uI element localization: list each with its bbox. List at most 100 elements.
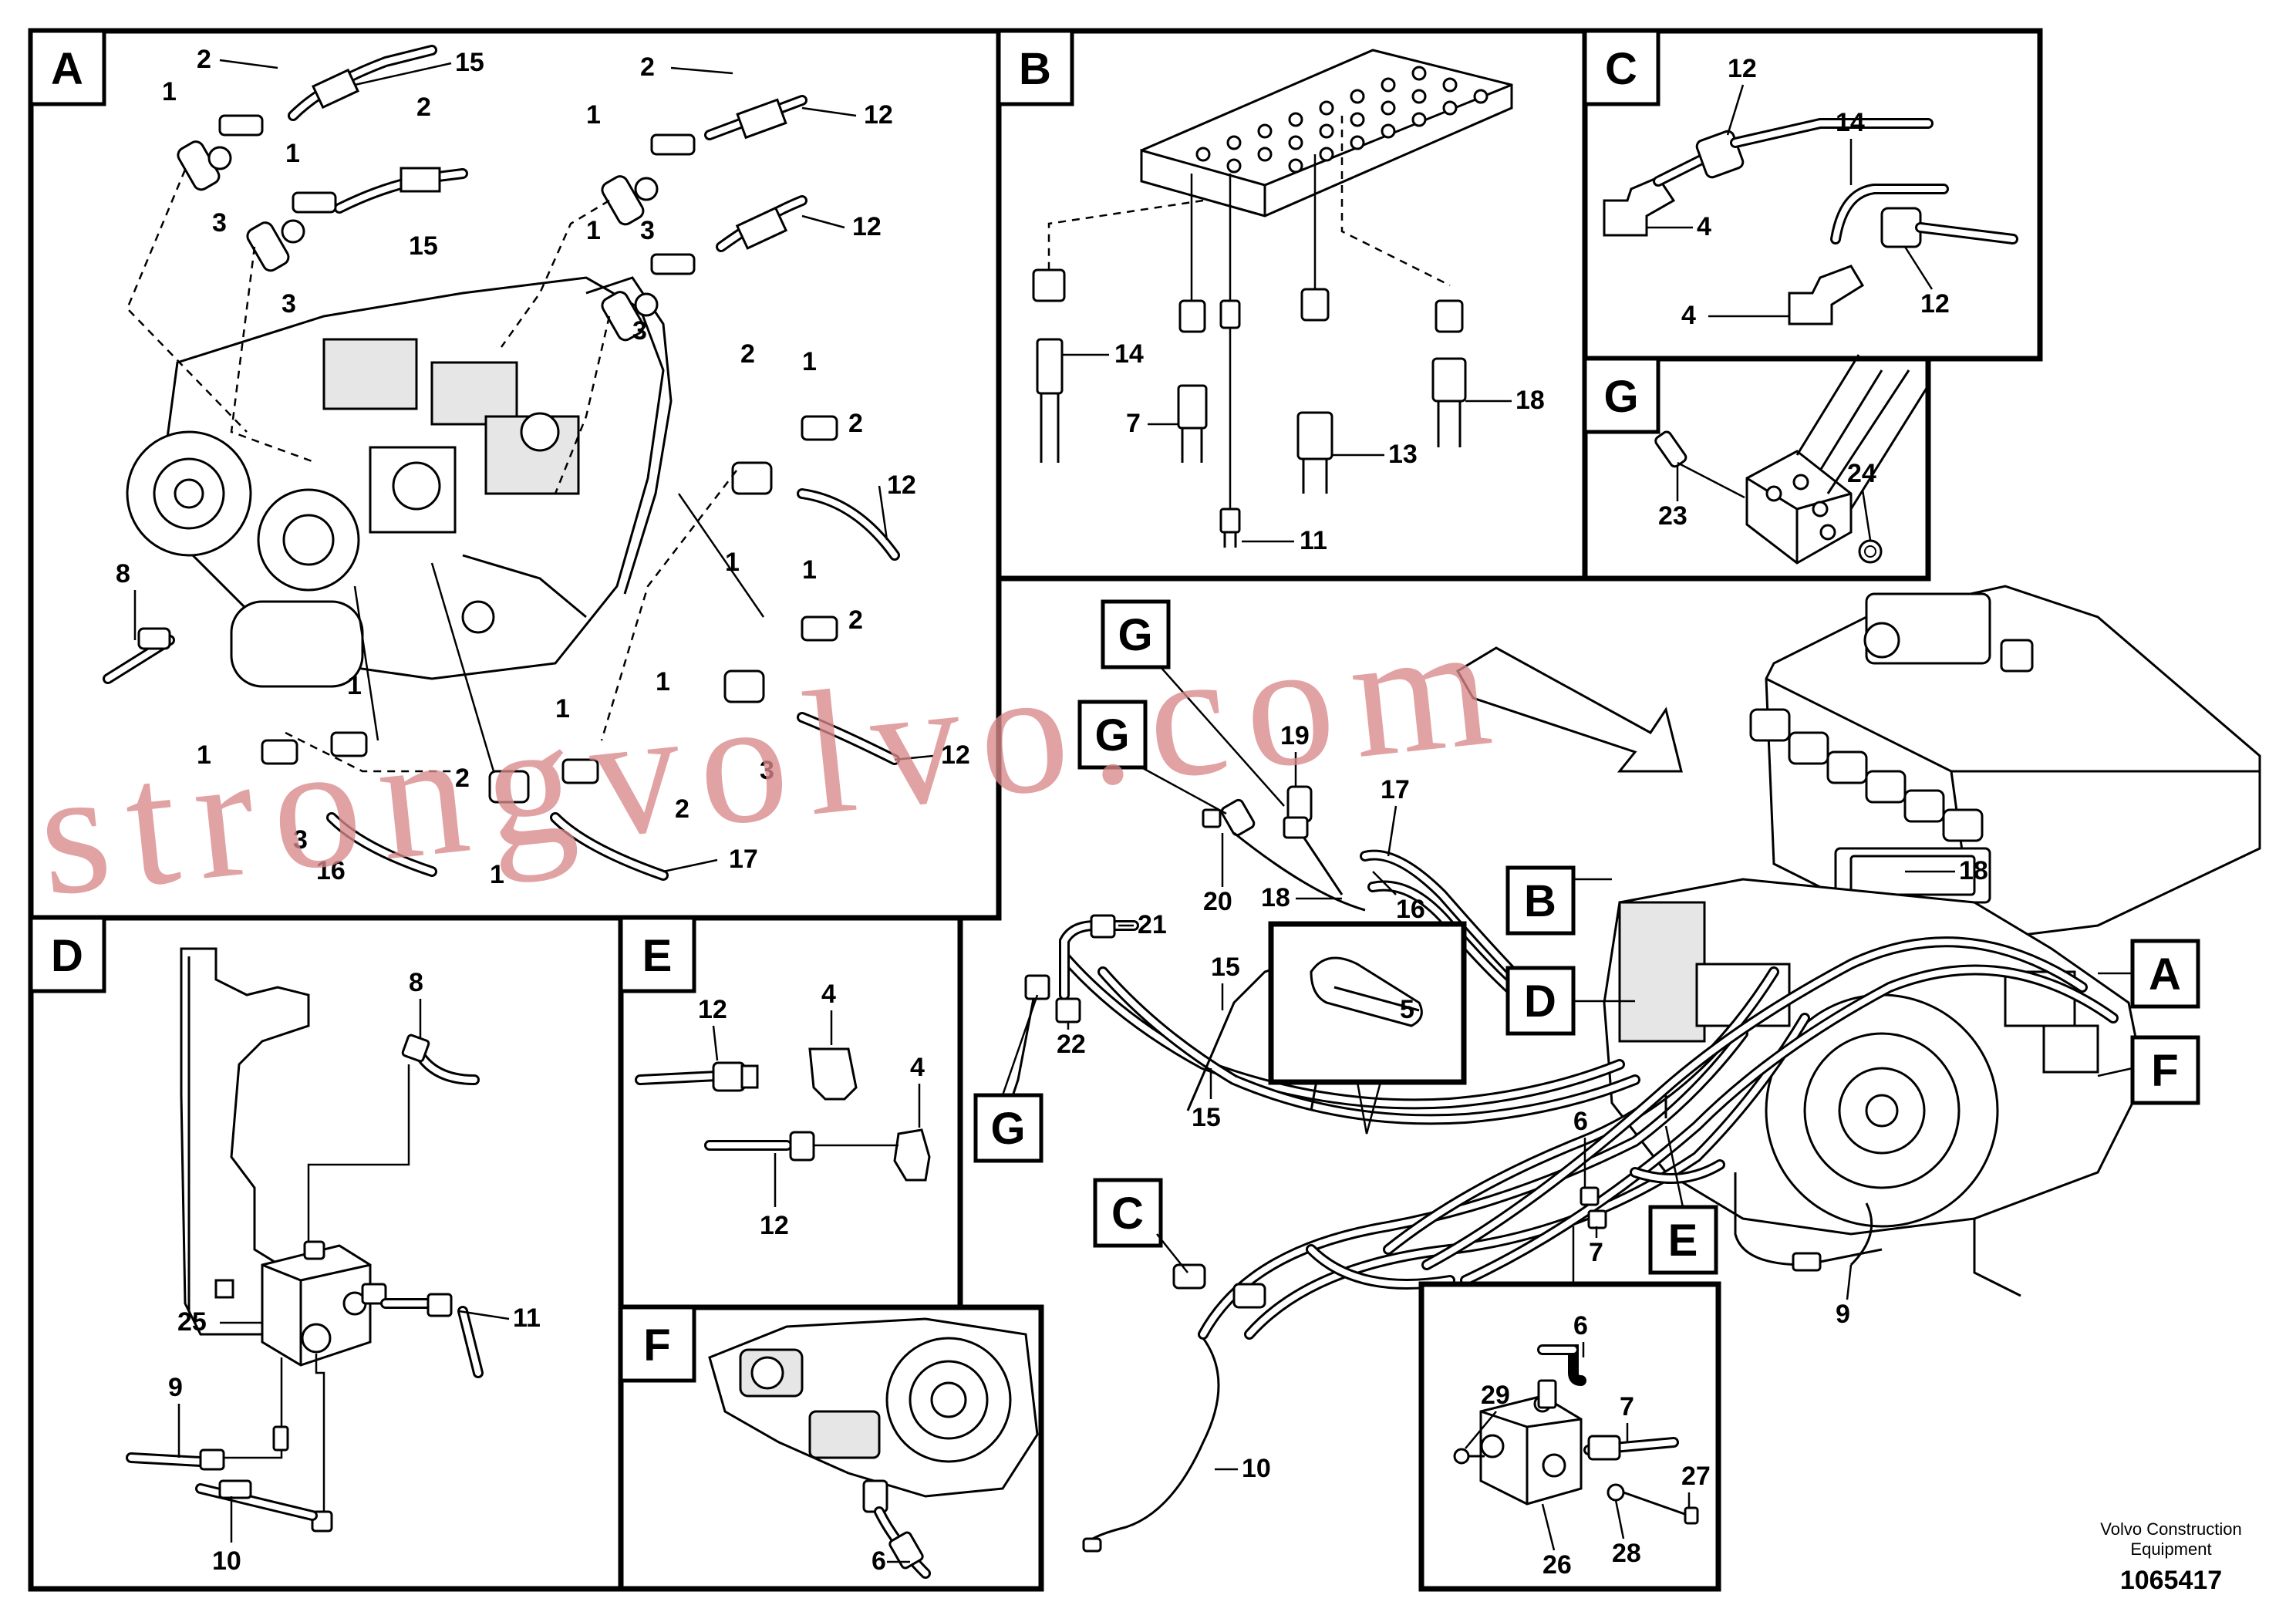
callout-7: 7 <box>1589 1238 1603 1267</box>
callout-21: 21 <box>1138 910 1167 939</box>
callout-18: 18 <box>1515 386 1545 415</box>
callout-14: 14 <box>1114 339 1144 369</box>
callout-12: 12 <box>852 212 882 241</box>
panel-c-label: C <box>1605 44 1637 94</box>
panel-b: B <box>996 28 1588 582</box>
main-tag-b-label: B <box>1524 876 1556 926</box>
callout-27: 27 <box>1681 1462 1711 1491</box>
main-tag-g-top <box>1101 599 1171 669</box>
panel-f: F 6 <box>618 1304 1044 1592</box>
callout-1: 1 <box>197 740 211 770</box>
callout-9: 9 <box>168 1373 183 1402</box>
panel-b-fittings <box>1032 116 1467 548</box>
callout-19: 19 <box>1280 721 1310 750</box>
callout-8: 8 <box>409 968 423 997</box>
callout-12: 12 <box>941 740 970 770</box>
callout-1: 1 <box>802 555 817 585</box>
callout-24: 24 <box>1847 459 1876 488</box>
panel-e-label: E <box>642 931 673 981</box>
callout-6: 6 <box>1573 1107 1588 1136</box>
callout-28: 28 <box>1612 1539 1641 1568</box>
pump-assembly <box>126 276 673 688</box>
main-tag-f <box>2130 1035 2200 1105</box>
callout-20: 20 <box>1203 887 1232 916</box>
callout-12: 12 <box>1728 54 1757 83</box>
panel-g-block <box>1654 354 1930 565</box>
main-tag-d-label: D <box>1524 976 1556 1027</box>
callout-9: 9 <box>1836 1300 1850 1329</box>
main-tag-d <box>1505 966 1576 1036</box>
callout-3: 3 <box>293 825 308 855</box>
callout-13: 13 <box>1388 440 1418 469</box>
panel-d-hoses <box>126 1034 484 1533</box>
callout-4: 4 <box>910 1053 925 1082</box>
clip-detail <box>1268 921 1467 1135</box>
main-tag-c <box>1093 1178 1163 1248</box>
callout-1: 1 <box>490 860 504 889</box>
callout-15: 15 <box>1211 953 1240 982</box>
callout-2: 2 <box>848 409 863 438</box>
main-tag-e-label: E <box>1668 1216 1698 1266</box>
callout-3: 3 <box>640 216 655 245</box>
callout-12: 12 <box>864 100 893 130</box>
brand-line-1: Volvo Construction <box>2100 1519 2241 1539</box>
callout-3: 3 <box>212 208 227 238</box>
main-tag-g-middle <box>1077 700 1148 770</box>
callout-4: 4 <box>1681 301 1696 330</box>
callout-4: 4 <box>821 980 836 1009</box>
callout-4: 4 <box>1697 212 1711 241</box>
main-tag-a-label: A <box>2149 949 2181 1000</box>
callout-7: 7 <box>1620 1392 1634 1421</box>
panel-a-label: A <box>51 44 83 94</box>
valve-block-25 <box>261 1240 387 1367</box>
panel-b-label: B <box>1019 44 1051 94</box>
main-tag-g-top-label: G <box>1118 610 1152 660</box>
panel-e: E 12 4 4 12 <box>618 915 963 1310</box>
callout-15: 15 <box>1192 1103 1221 1132</box>
callout-17: 17 <box>729 845 758 874</box>
callout-18: 18 <box>1261 883 1290 912</box>
panel-d-label: D <box>51 931 83 981</box>
callout-1: 1 <box>586 216 601 245</box>
main-tag-g-lower <box>973 1093 1043 1163</box>
main-hoses <box>1059 849 2119 1340</box>
callout-22: 22 <box>1057 1030 1086 1059</box>
callout-1: 1 <box>285 139 300 168</box>
callout-1: 1 <box>656 667 670 696</box>
panel-f-label-box <box>619 1305 696 1383</box>
callout-17: 17 <box>1381 775 1410 804</box>
main-tag-f-label: F <box>2151 1046 2178 1096</box>
panel-g: G 23 24 <box>1582 354 1931 582</box>
callout-23: 23 <box>1658 501 1687 531</box>
main-tag-e <box>1648 1205 1718 1275</box>
callout-5: 5 <box>1400 995 1414 1024</box>
callout-25: 25 <box>177 1307 207 1337</box>
panel-e-label-box <box>619 916 696 993</box>
panel-e-fittings <box>635 1047 931 1182</box>
callout-3: 3 <box>282 289 296 319</box>
panel-d: D <box>28 915 624 1592</box>
main-tag-g-lower-label: G <box>990 1104 1025 1154</box>
document-number: 1065417 <box>2120 1566 2222 1595</box>
callout-1: 1 <box>162 77 177 106</box>
panel-f-pump-detail <box>708 1317 1039 1579</box>
panel-g-label: G <box>1603 372 1638 422</box>
direction-arrow-icon <box>1455 646 1683 773</box>
brand-line-2: Equipment <box>2130 1539 2211 1559</box>
callout-2: 2 <box>197 45 211 74</box>
callout-15: 15 <box>409 231 438 261</box>
main-tag-a <box>2130 939 2200 1009</box>
main-assembly-view: 5 6 29 7 27 <box>973 585 2261 1592</box>
panel-f-label: F <box>643 1320 670 1371</box>
callout-15: 15 <box>455 48 484 77</box>
callout-1: 1 <box>802 347 817 376</box>
callout-10: 10 <box>1242 1454 1271 1483</box>
callout-14: 14 <box>1836 108 1865 137</box>
callout-11: 11 <box>513 1303 541 1333</box>
callout-1: 1 <box>725 548 740 577</box>
panel-b-label-box <box>996 29 1074 106</box>
panel-c-label-box <box>1583 29 1660 106</box>
callout-16: 16 <box>316 856 346 885</box>
callout-2: 2 <box>675 794 689 824</box>
callout-12: 12 <box>698 995 727 1024</box>
